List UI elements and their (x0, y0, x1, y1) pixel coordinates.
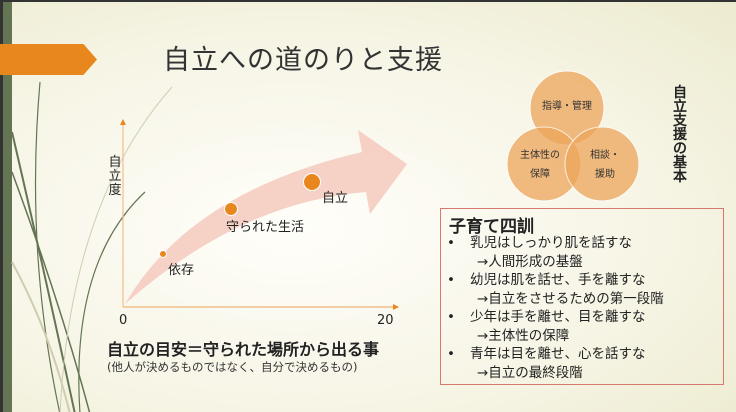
item-text: 幼児は肌を話せ、手を離すな (470, 272, 646, 288)
venn-label: 主体性の保障 (510, 146, 570, 184)
venn-label-line: 主体性の (520, 150, 560, 161)
point-dependence (159, 250, 167, 258)
point-label: 依存 (168, 263, 195, 278)
point-label: 守られた生活 (226, 220, 305, 235)
y-axis-label: 自立度 (108, 155, 122, 198)
title-banner (0, 44, 97, 75)
venn-circle-consultation (564, 126, 640, 202)
item-text: 乳児はしっかり肌を話すな (470, 235, 632, 251)
principles-list: •乳児はしっかり肌を話すな →人間形成の基盤 •幼児は肌を話せ、手を離すな →自… (447, 234, 664, 382)
venn-label-line: 援助 (595, 169, 615, 180)
list-item: •乳児はしっかり肌を話すな (447, 235, 632, 251)
list-subitem: →自立の最終段階 (477, 364, 583, 381)
parenting-principles-box: 子育て四訓 •乳児はしっかり肌を話すな →人間形成の基盤 •幼児は肌を話せ、手を… (440, 208, 724, 385)
x-axis-arrowhead (393, 304, 399, 310)
list-item: •幼児は肌を話せ、手を離すな (447, 272, 646, 288)
list-item: •青年は目を離せ、心を話すな (447, 346, 646, 362)
x-min-label: 0 (119, 313, 128, 328)
list-item: •少年は手を離せ、目を離すな (447, 309, 646, 325)
y-axis-arrowhead (120, 119, 126, 125)
x-max-label: 20 (377, 313, 394, 328)
list-subitem: →主体性の保障 (477, 327, 570, 344)
growth-arrow (125, 130, 407, 304)
venn-label-line: 相談・ (590, 150, 620, 161)
left-accent-bar (0, 2, 12, 412)
venn-label-line: 保障 (530, 169, 550, 180)
item-text: 少年は手を離せ、目を離すな (470, 309, 646, 325)
item-text: 青年は目を離せ、心を話すな (470, 346, 646, 362)
independence-criterion-note: (他人が決めるものではなく、自分で決めるもの) (107, 360, 358, 374)
independence-criterion: 自立の目安＝守られた場所から出る事 (107, 340, 380, 359)
list-subitem: →自立をさせるための第一段階 (477, 290, 664, 307)
venn-label: 指導・管理 (542, 101, 592, 112)
box-title: 子育て四訓 (449, 217, 534, 237)
point-protected-life (224, 202, 238, 216)
point-label: 自立 (322, 191, 349, 206)
venn-title: 自立支援の基本 (673, 85, 687, 185)
list-subitem: →人間形成の基盤 (477, 253, 583, 270)
venn-label: 相談・援助 (580, 146, 630, 184)
point-independence (303, 173, 321, 191)
slide-title: 自立への道のりと支援 (163, 45, 443, 76)
